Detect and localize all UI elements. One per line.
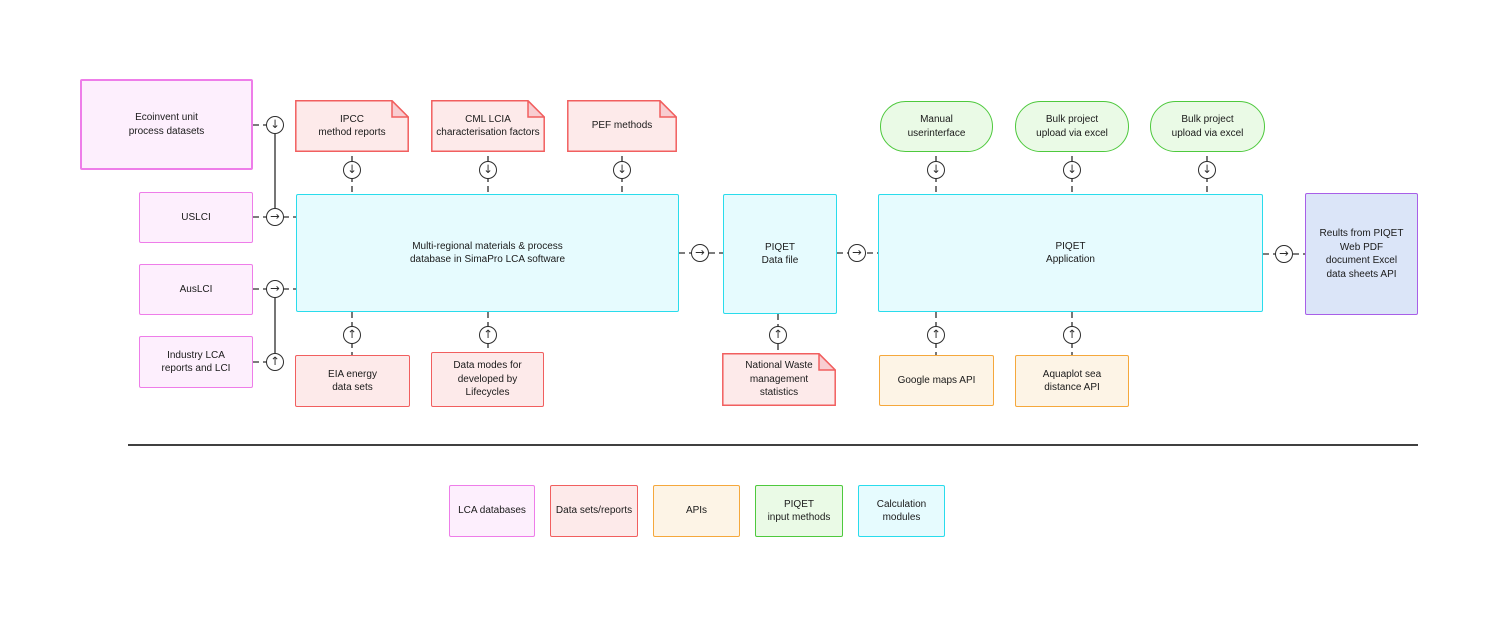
arrow-circle-down: ↓ — [479, 161, 497, 179]
node-label: Google maps API — [897, 374, 976, 386]
node-pef: PEF methods — [567, 100, 677, 152]
arrow-circle-down: ↓ — [343, 161, 361, 179]
document-shape — [295, 100, 409, 152]
node-label: CML LCIA characterisation factors — [436, 113, 540, 139]
node-auslci: AusLCI — [139, 264, 253, 315]
arrow-circle-up: ↑ — [1063, 326, 1081, 344]
node-label: IPCC method reports — [318, 113, 386, 139]
up-arrow-icon: ↑ — [483, 327, 493, 342]
node-ecoinvent: Ecoinvent unit process datasets — [80, 79, 253, 170]
node-simapro-database: Multi-regional materials & process datab… — [296, 194, 679, 312]
node-label: Bulk project upload via excel — [1036, 114, 1108, 139]
up-arrow-icon: ↑ — [270, 354, 280, 369]
node-label: PIQET Data file — [761, 241, 799, 267]
arrow-circle-right: → — [1275, 245, 1293, 263]
node-label: Manual userinterface — [907, 114, 966, 139]
node-label: Bulk project upload via excel — [1171, 114, 1244, 139]
node-uslci: USLCI — [139, 192, 253, 243]
node-label: PIQET Application — [1046, 240, 1095, 266]
down-arrow-icon: ↓ — [1202, 162, 1212, 177]
node-aquaplot-api: Aquaplot sea distance API — [1015, 355, 1129, 407]
down-arrow-icon: ↓ — [1067, 162, 1077, 177]
down-arrow-icon: ↓ — [270, 117, 280, 132]
document-shape — [567, 100, 677, 152]
arrow-circle-right: → — [266, 280, 284, 298]
up-arrow-icon: ↑ — [347, 327, 357, 342]
down-arrow-icon: ↓ — [617, 162, 627, 177]
right-arrow-icon: → — [270, 281, 280, 296]
up-arrow-icon: ↑ — [773, 327, 783, 342]
arrow-circle-up: ↑ — [927, 326, 945, 344]
node-eia-energy: EIA energy data sets — [295, 355, 410, 407]
legend-label: APIs — [685, 505, 708, 517]
node-bulk-upload-2: Bulk project upload via excel — [1150, 101, 1265, 152]
node-google-maps-api: Google maps API — [879, 355, 994, 406]
node-label: National Waste management statistics — [745, 360, 813, 399]
legend-label: PIQET input methods — [767, 498, 831, 524]
arrow-circle-down: ↓ — [1198, 161, 1216, 179]
node-data-modes: Data modes for developed by Lifecycles — [431, 352, 544, 407]
node-label: Data modes for developed by Lifecycles — [453, 360, 522, 399]
arrow-circle-down: ↓ — [1063, 161, 1081, 179]
node-piqet-application: PIQET Application — [878, 194, 1263, 312]
arrow-circle-right: → — [266, 208, 284, 226]
right-arrow-icon: → — [1279, 246, 1289, 261]
right-arrow-icon: → — [695, 245, 705, 260]
node-piqet-data-file: PIQET Data file — [723, 194, 837, 314]
node-label: AusLCI — [179, 283, 213, 295]
legend-label: LCA databases — [458, 505, 526, 517]
legend-lca-databases: LCA databases — [449, 485, 535, 537]
arrow-circle-right: → — [848, 244, 866, 262]
arrow-circle-down: ↓ — [266, 116, 284, 134]
down-arrow-icon: ↓ — [483, 162, 493, 177]
document-shape — [431, 100, 545, 152]
arrow-circle-up: ↑ — [769, 326, 787, 344]
node-label: Ecoinvent unit process datasets — [128, 112, 205, 137]
arrow-circle-up: ↑ — [266, 353, 284, 371]
arrow-circle-up: ↑ — [479, 326, 497, 344]
legend-label: Calculation modules — [876, 498, 927, 524]
down-arrow-icon: ↓ — [347, 162, 357, 177]
node-bulk-upload-1: Bulk project upload via excel — [1015, 101, 1129, 152]
document-shape — [722, 353, 836, 406]
right-arrow-icon: → — [852, 245, 862, 260]
arrow-circle-down: ↓ — [927, 161, 945, 179]
node-label: Industry LCA reports and LCI — [161, 349, 231, 375]
down-arrow-icon: ↓ — [931, 162, 941, 177]
node-label: USLCI — [181, 211, 211, 223]
node-label: EIA energy data sets — [328, 368, 377, 394]
arrow-circle-up: ↑ — [343, 326, 361, 344]
legend-label: Data sets/reports — [555, 505, 633, 517]
node-manual-userinterface: Manual userinterface — [880, 101, 993, 152]
node-ipcc: IPCC method reports — [295, 100, 409, 152]
up-arrow-icon: ↑ — [1067, 327, 1077, 342]
up-arrow-icon: ↑ — [931, 327, 941, 342]
node-label: PEF methods — [591, 120, 653, 132]
node-label: Multi-regional materials & process datab… — [409, 240, 566, 266]
node-industry-lca: Industry LCA reports and LCI — [139, 336, 253, 388]
node-label: Reults from PIQET Web PDF document Excel… — [1319, 228, 1404, 280]
node-national-waste: National Waste management statistics — [722, 353, 836, 406]
arrow-circle-down: ↓ — [613, 161, 631, 179]
node-results: Reults from PIQET Web PDF document Excel… — [1305, 193, 1418, 315]
legend-data-sets-reports: Data sets/reports — [550, 485, 638, 537]
legend-piqet-input-methods: PIQET input methods — [755, 485, 843, 537]
legend-calculation-modules: Calculation modules — [858, 485, 945, 537]
right-arrow-icon: → — [270, 209, 280, 224]
legend-apis: APIs — [653, 485, 740, 537]
node-label: Aquaplot sea distance API — [1042, 368, 1102, 394]
node-cml: CML LCIA characterisation factors — [431, 100, 545, 152]
arrow-circle-right: → — [691, 244, 709, 262]
